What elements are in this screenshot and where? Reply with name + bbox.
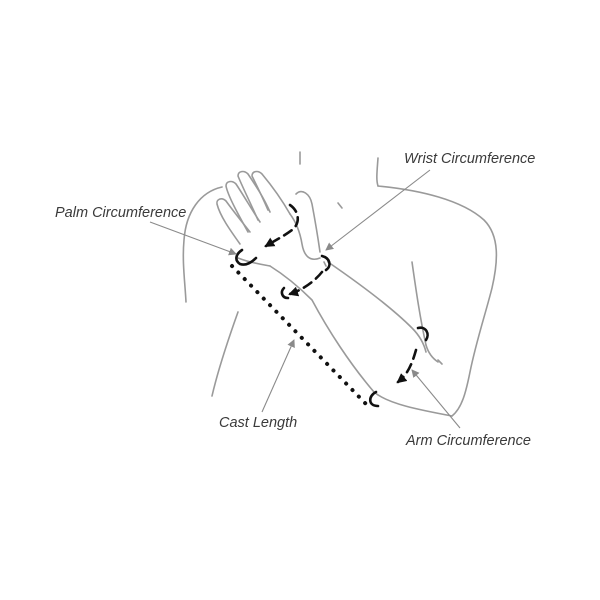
arm-leader-line [411, 369, 461, 429]
palm-lower-outline [237, 257, 271, 267]
left-torso-outline [211, 311, 239, 397]
finger-2-outline [225, 180, 261, 233]
palm-circumference-marker [264, 203, 300, 248]
arm-circumference-tail [368, 390, 380, 408]
elbow-crease [425, 344, 439, 363]
leader-lines [149, 169, 461, 429]
palm-circumference-hook [235, 248, 258, 266]
wrist-circumference-tail [280, 286, 290, 300]
body-outline [182, 151, 498, 417]
arm-circumference-hook [416, 326, 429, 342]
collarbone-mark [337, 202, 343, 209]
chest-mark [323, 261, 327, 267]
left-shoulder-outline [182, 186, 223, 303]
forearm-upper-outline [327, 261, 427, 353]
wrist-leader-line [325, 169, 431, 251]
armpit-mark [437, 359, 443, 365]
arm-circumference-marker [396, 348, 418, 384]
thumb-outline [295, 190, 321, 253]
cast-length-label: Cast Length [219, 415, 298, 431]
finger-1-outline [216, 198, 251, 245]
palm-leader-line [149, 221, 237, 256]
neck-right-outline [376, 157, 379, 187]
wrist-circumference-hook [320, 254, 331, 272]
forearm-lower-outline [269, 265, 453, 417]
finger-4-outline [251, 170, 291, 215]
palm-circumference-label: Palm Circumference [55, 205, 187, 221]
wrist-circumference-marker [288, 270, 324, 297]
right-shoulder-outline [377, 185, 498, 417]
cast-length-marker [230, 264, 368, 406]
upper-arm-inner-outline [411, 261, 427, 346]
arm-circumference-label: Arm Circumference [406, 433, 531, 449]
palm-back-outline [289, 213, 321, 260]
cast-leader-line [261, 339, 295, 413]
measurement-markers [235, 203, 429, 408]
wrist-circumference-label: Wrist Circumference [404, 151, 536, 167]
